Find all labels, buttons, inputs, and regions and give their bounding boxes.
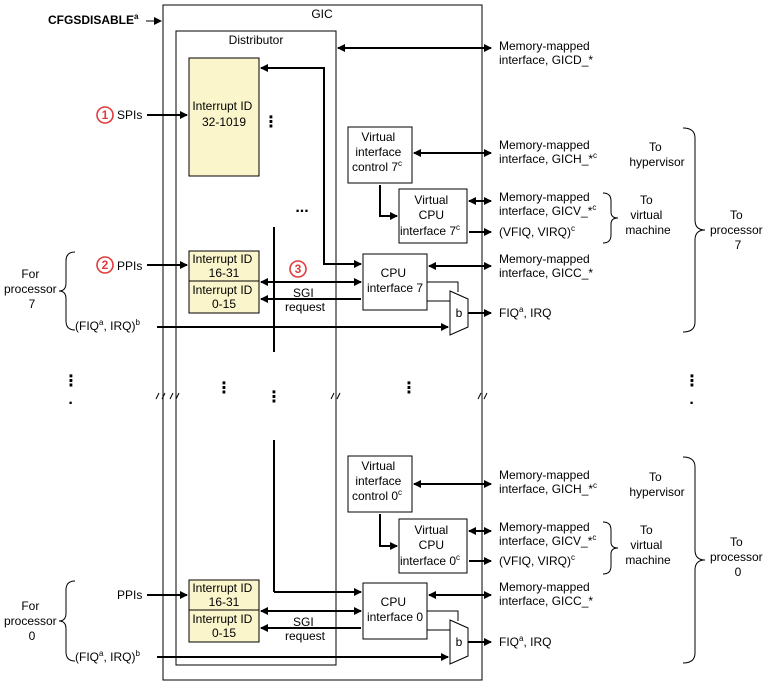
sgi7-interrupt-label: Interrupt ID 0-15	[192, 283, 255, 311]
spi-vertical-ellipsis: ⋮	[263, 114, 279, 131]
brace-for-processor-7	[58, 251, 76, 331]
fiq7-in-label: (FIQa, IRQ)b	[75, 318, 140, 333]
ellipsis-cpu-col: ⋮	[401, 380, 417, 397]
mux-0	[449, 619, 469, 665]
ellipsis-right: ⋮	[684, 373, 700, 390]
vic7-to-vcpu7-line	[379, 185, 398, 220]
mux-7	[449, 290, 469, 336]
vcpu0-label: Virtual CPU interface 0c	[400, 523, 460, 568]
brace-processor-7	[682, 127, 706, 333]
ppi-interrupt-box-7	[188, 250, 260, 282]
gicd-label: Memory-mapped interface, GICD_*	[499, 39, 593, 67]
gicv7-label: Memory-mapped interface, GICV_*c	[499, 190, 596, 218]
spi-to-cpu7-line	[260, 64, 362, 268]
mux-7-label: b	[456, 306, 463, 320]
ellipsis-left: ⋮	[63, 373, 79, 390]
brace-virtual-machine-0	[602, 521, 619, 575]
horizontal-ellipsis-7: ...	[295, 199, 308, 216]
marker-3-label: 3	[295, 262, 302, 276]
vcpu7-label: Virtual CPU interface 7c	[400, 193, 460, 238]
to-virtual-machine-7: To virtual machine	[625, 193, 671, 237]
vic0-to-vcpu0-line	[379, 514, 398, 550]
gicc7-label: Memory-mapped interface, GICC_*	[499, 252, 593, 280]
ppis-label-0: PPIs	[117, 588, 142, 602]
ellipsis-left-2: ·	[68, 395, 73, 412]
mux-0-label: b	[456, 635, 463, 649]
vfiq0-label: (VFIQ, VIRQ)c	[499, 553, 575, 568]
to-processor-7: To processor 7	[710, 208, 766, 252]
fiq0-out-label: FIQa, IRQ	[499, 634, 551, 649]
to-hypervisor-0: To hypervisor	[629, 470, 684, 499]
virtual-cpu-interface-0	[398, 518, 468, 574]
gic-label: GIC	[311, 7, 333, 21]
brace-virtual-machine-7	[602, 192, 619, 244]
marker-3	[289, 260, 307, 278]
cpu0-to-mux-line	[427, 610, 459, 621]
for-processor-7: For processor 7	[4, 267, 60, 311]
marker-1-label: 1	[102, 108, 109, 122]
to-hypervisor-7: To hypervisor	[629, 140, 684, 169]
cpu7-label: CPU interface 7	[367, 266, 423, 295]
sgi-interrupt-box-0	[188, 609, 260, 643]
gicv0-label: Memory-mapped interface, GICV_*c	[499, 520, 596, 548]
ppi0-interrupt-label: Interrupt ID 16-31	[192, 581, 255, 609]
distributor-label: Distributor	[229, 33, 284, 47]
ppis-label-7: PPIs	[117, 259, 142, 273]
ellipsis-right-2: ·	[689, 395, 694, 412]
cfgsdisable-label: CFGSDISABLEa	[48, 12, 139, 27]
vic0-label: Virtual interface control 0c	[352, 459, 405, 503]
sgi7-request-label: SGI request	[285, 286, 326, 314]
sgi0-request-label: SGI request	[285, 615, 326, 643]
to-virtual-machine-0: To virtual machine	[625, 523, 671, 567]
cpu-interface-0	[362, 582, 428, 640]
sgi-interrupt-box-7	[188, 280, 260, 314]
ppi7-interrupt-label: Interrupt ID 16-31	[192, 252, 255, 280]
for-processor-0: For processor 0	[4, 599, 60, 643]
spi-interrupt-box	[188, 57, 260, 177]
cpu0-label: CPU interface 0	[367, 595, 423, 624]
virtual-cpu-interface-7	[398, 188, 468, 244]
bus-vertical-ellipsis: ⋮	[266, 389, 282, 406]
brace-processor-0	[682, 456, 706, 664]
fiq7-out-label: FIQa, IRQ	[499, 305, 551, 320]
virtual-interface-control-0	[347, 455, 413, 513]
brace-for-processor-0	[58, 580, 76, 662]
cpu-interface-7	[362, 253, 428, 311]
to-processor-0: To processor 0	[710, 535, 766, 579]
break-marks	[155, 392, 488, 400]
spis-label: SPIs	[117, 108, 142, 122]
fiq0-in-label: (FIQa, IRQ)b	[75, 649, 140, 664]
cpu7-to-mux-line	[427, 281, 459, 292]
gicc0-label: Memory-mapped interface, GICC_*	[499, 580, 593, 608]
gich0-label: Memory-mapped interface, GICH_*c	[499, 468, 597, 496]
vic7-label: Virtual interface control 7c	[352, 130, 405, 174]
spi-interrupt-label: Interrupt ID 32-1019	[192, 99, 255, 129]
marker-2-label: 2	[102, 258, 109, 272]
marker-2	[96, 256, 114, 274]
virtual-interface-control-7	[347, 126, 413, 184]
ellipsis-yellow-col: ⋮	[216, 380, 232, 397]
marker-1	[96, 106, 114, 124]
sgi0-interrupt-label: Interrupt ID 0-15	[192, 612, 255, 640]
gich7-label: Memory-mapped interface, GICH_*c	[499, 138, 597, 166]
vfiq7-label: (VFIQ, VIRQ)c	[499, 224, 575, 239]
